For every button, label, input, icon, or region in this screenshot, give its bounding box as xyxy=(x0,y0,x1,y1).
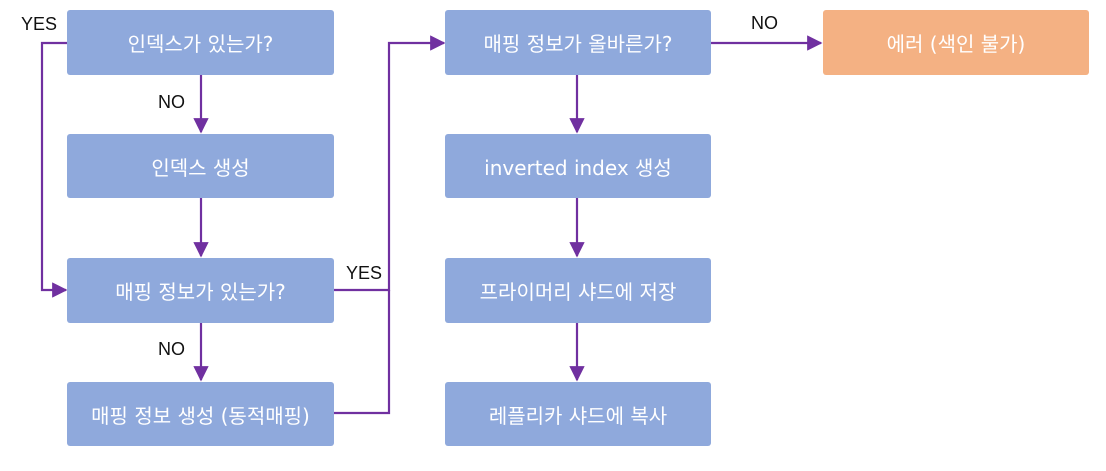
node-has-index: 인덱스가 있는가? xyxy=(67,10,334,75)
node-copy-replica-label: 레플리카 샤드에 복사 xyxy=(488,403,668,428)
node-inverted-index: inverted index 생성 xyxy=(445,134,711,198)
node-error: 에러 (색인 불가) xyxy=(823,10,1089,75)
node-save-primary-label: 프라이머리 샤드에 저장 xyxy=(479,280,677,304)
node-create-index-label: 인덱스 생성 xyxy=(151,155,250,180)
arrow-has-mapping-yes xyxy=(334,35,446,292)
label-has-mapping-no: NO xyxy=(158,339,185,359)
arrow-create-mapping-to-mapping-valid xyxy=(334,290,391,415)
node-has-mapping-label: 매핑 정보가 있는가? xyxy=(115,280,286,304)
arrow-has-index-yes xyxy=(40,41,68,298)
node-save-primary: 프라이머리 샤드에 저장 xyxy=(445,258,711,323)
label-has-index-yes: YES xyxy=(21,14,58,34)
node-mapping-valid-label: 매핑 정보가 올바른가? xyxy=(483,32,673,56)
node-create-index: 인덱스 생성 xyxy=(67,134,334,198)
node-mapping-valid: 매핑 정보가 올바른가? xyxy=(445,10,711,75)
label-has-index-no: NO xyxy=(158,92,185,112)
label-has-mapping-yes: YES xyxy=(346,263,383,283)
node-create-mapping: 매핑 정보 생성 (동적매핑) xyxy=(67,382,334,446)
node-copy-replica: 레플리카 샤드에 복사 xyxy=(445,382,711,446)
node-has-mapping: 매핑 정보가 있는가? xyxy=(67,258,334,323)
node-inverted-index-label: inverted index 생성 xyxy=(484,155,672,180)
node-create-mapping-label: 매핑 정보 생성 (동적매핑) xyxy=(91,403,310,428)
node-error-label: 에러 (색인 불가) xyxy=(886,32,1026,56)
label-mapping-valid-no: NO xyxy=(751,13,778,33)
node-has-index-label: 인덱스가 있는가? xyxy=(127,32,274,56)
